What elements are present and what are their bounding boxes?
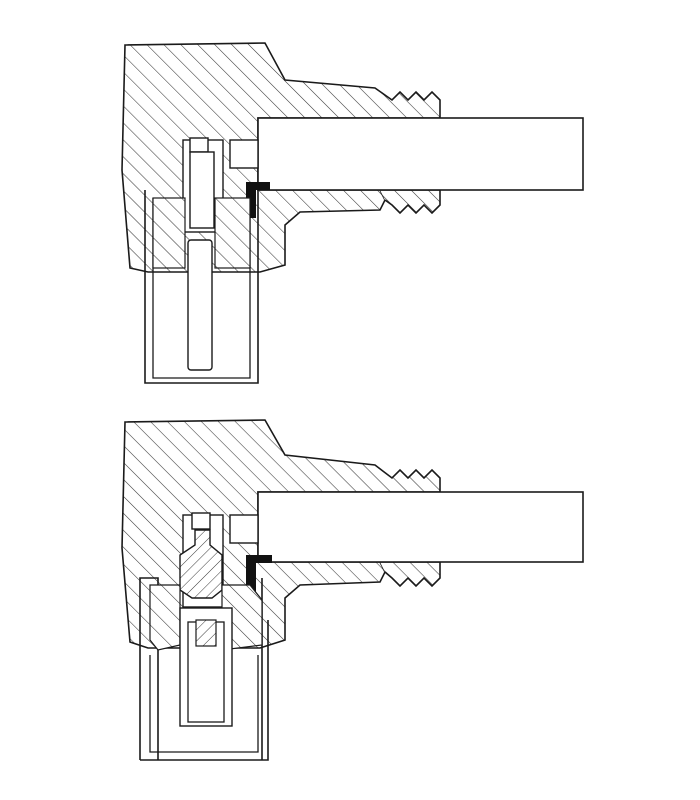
upper-insulator-left: [152, 197, 186, 269]
upper-black-seal: [246, 182, 270, 218]
upper-sleeve: [144, 190, 259, 384]
upper-connector-section: [121, 42, 584, 384]
lower-sleeve-outline: [140, 620, 269, 761]
lower-pin-tip: [195, 619, 217, 647]
lower-inner-frame: [149, 655, 259, 753]
upper-bushing: [229, 139, 259, 169]
lower-insulator-left: [149, 584, 181, 651]
upper-pin-shaft: [189, 151, 215, 229]
upper-pin-cap: [189, 137, 209, 153]
lower-pin-cap: [191, 512, 211, 530]
lower-nose-ribs: [380, 561, 441, 588]
upper-cable: [257, 117, 584, 191]
lower-connector-section: [121, 419, 584, 761]
upper-lower-pin: [187, 239, 213, 371]
lower-black-seal: [246, 555, 272, 592]
lower-cable: [257, 491, 584, 563]
upper-insulator-right: [214, 197, 251, 269]
upper-sleeve-inner: [152, 198, 251, 379]
upper-nose-ribs: [380, 189, 441, 215]
lower-bushing: [229, 514, 259, 544]
lower-contact-head: [179, 529, 223, 599]
